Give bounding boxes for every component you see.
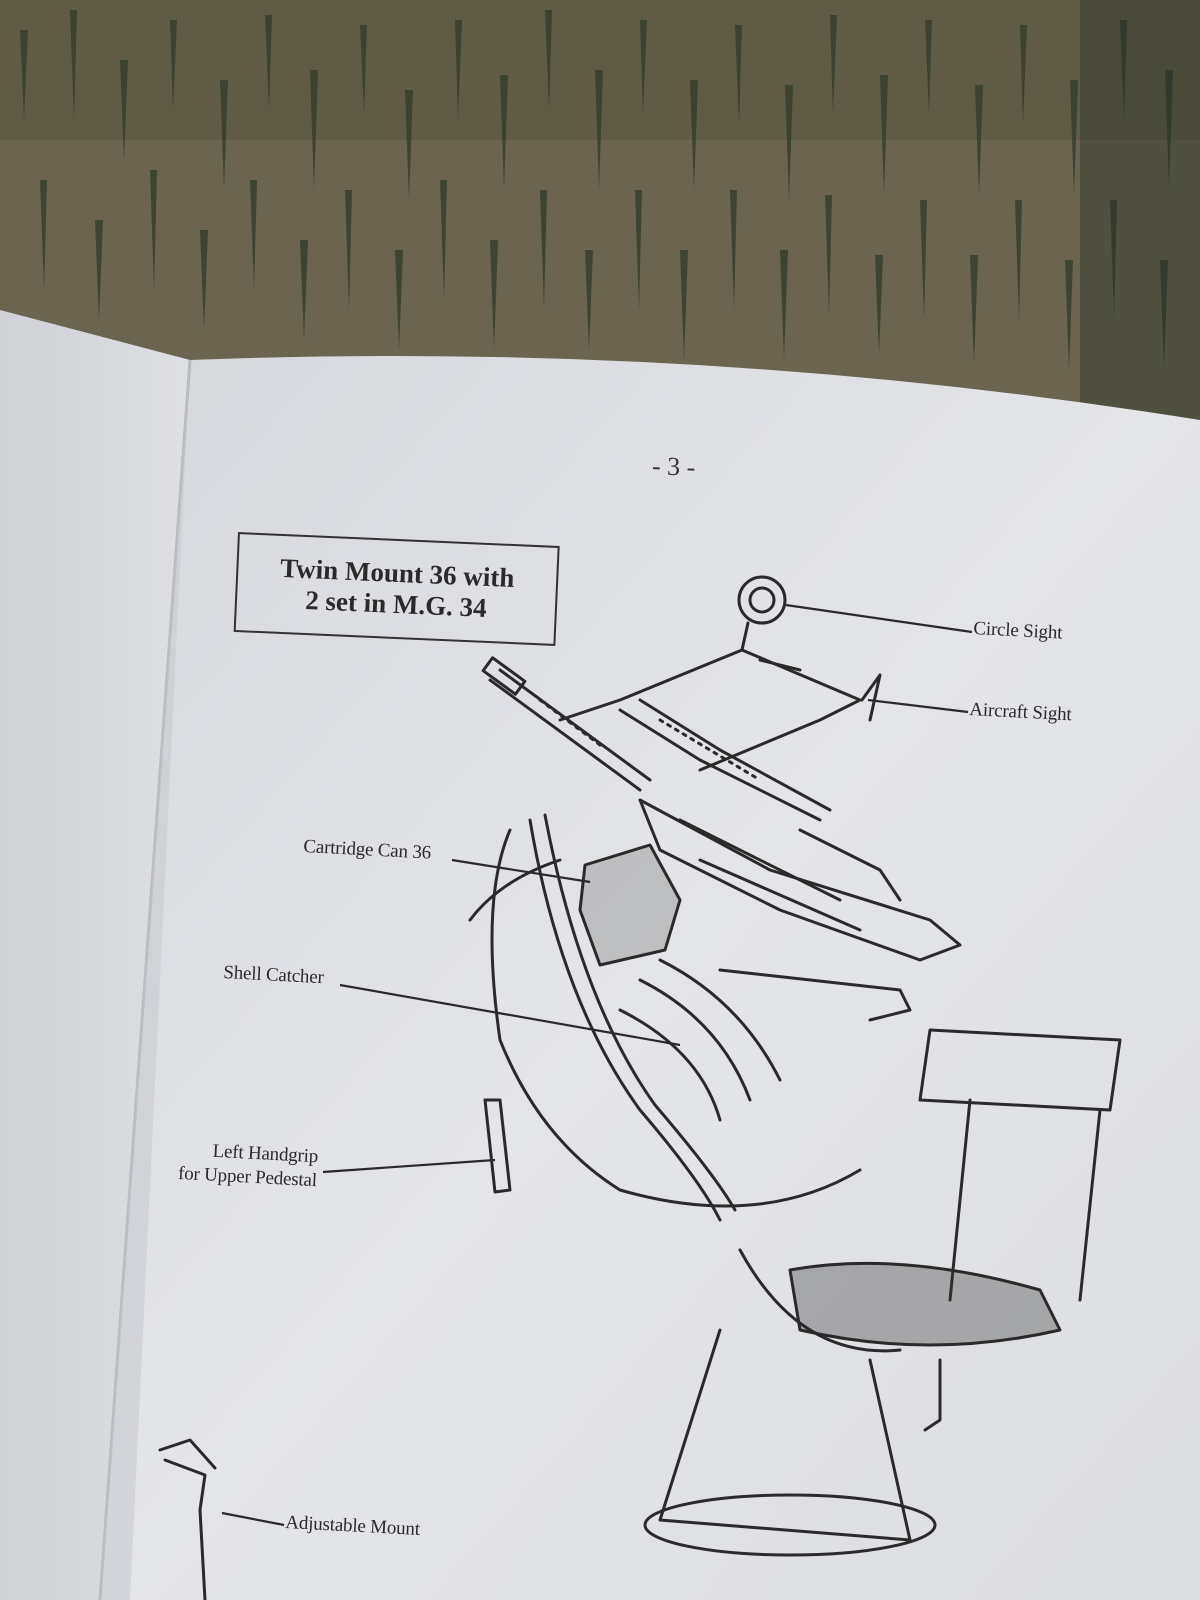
- title-line-2: 2 set in M.G. 34: [304, 585, 488, 623]
- page-number: - 3 -: [651, 451, 696, 482]
- label-left-handgrip: Left Handgrip for Upper Pedestal: [177, 1138, 319, 1193]
- circle-sight-icon: [737, 575, 787, 652]
- label-circle-sight: Circle Sight: [972, 618, 1063, 644]
- title-box: Twin Mount 36 with 2 set in M.G. 34: [233, 532, 560, 646]
- right-page: [100, 356, 1200, 1600]
- left-page: [0, 310, 190, 1600]
